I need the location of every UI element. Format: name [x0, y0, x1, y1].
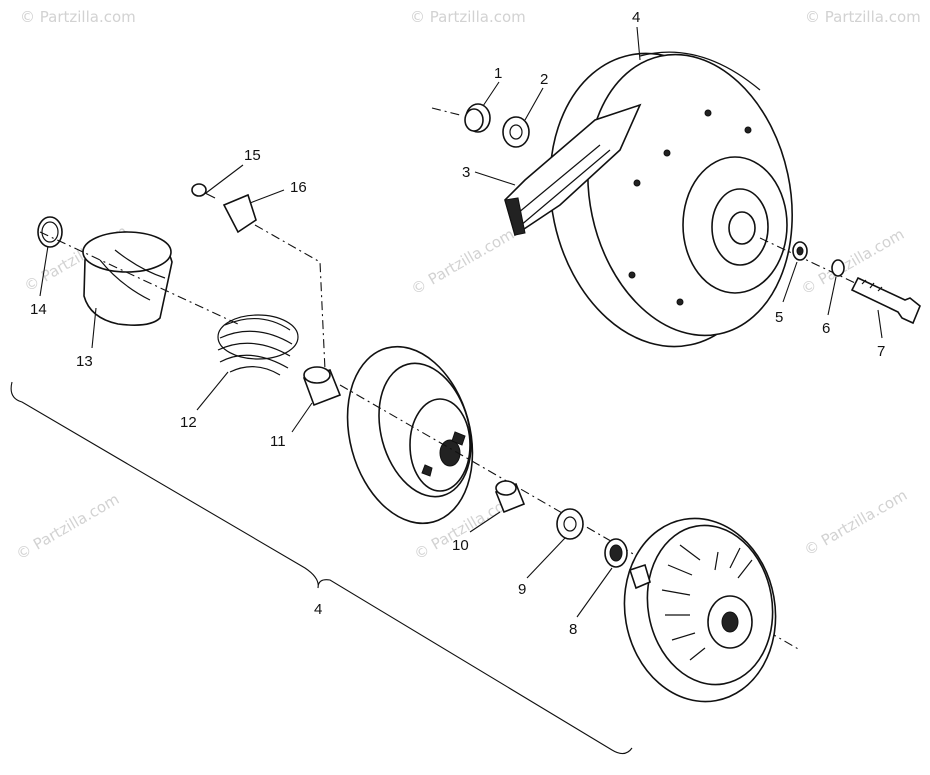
bushing-11 — [302, 366, 342, 407]
callout-12: 12 — [180, 414, 197, 431]
callout-4-top: 4 — [632, 9, 640, 26]
callout-10: 10 — [452, 537, 469, 554]
moveable-sheave — [339, 345, 801, 651]
fixed-sheave — [623, 517, 777, 703]
screw-and-button — [191, 183, 326, 371]
bolt-hardware — [759, 237, 921, 325]
driven-clutch-assembly — [504, 51, 793, 348]
washers-top — [431, 103, 530, 148]
watermark: © Partzilla.com — [20, 8, 136, 26]
callout-2: 2 — [540, 71, 548, 88]
callout-16: 16 — [290, 179, 307, 196]
helix — [39, 231, 241, 326]
snap-ring — [37, 216, 63, 248]
callout-1: 1 — [494, 65, 502, 82]
watermark: © Partzilla.com — [410, 8, 526, 26]
watermark: © Partzilla.com — [408, 225, 517, 298]
callout-15: 15 — [244, 147, 261, 164]
watermark: © Partzilla.com — [801, 486, 910, 559]
callout-4-assembly: 4 — [314, 601, 322, 618]
spring — [217, 314, 299, 376]
watermark: © Partzilla.com — [13, 490, 122, 563]
callout-11: 11 — [270, 433, 286, 450]
assembly-bracket — [10, 381, 633, 755]
leader-lines — [39, 26, 883, 618]
callout-3: 3 — [462, 164, 470, 181]
lower-hardware — [494, 480, 628, 568]
callout-5: 5 — [775, 309, 783, 326]
callout-7: 7 — [877, 343, 885, 360]
callout-14: 14 — [30, 301, 47, 318]
callout-8: 8 — [569, 621, 577, 638]
callout-9: 9 — [518, 581, 526, 598]
watermark: © Partzilla.com — [805, 8, 921, 26]
callout-6: 6 — [822, 320, 830, 337]
callout-labels: 1 2 3 4 5 6 7 8 9 10 11 12 13 14 15 16 4 — [30, 9, 885, 638]
callout-13: 13 — [76, 353, 93, 370]
